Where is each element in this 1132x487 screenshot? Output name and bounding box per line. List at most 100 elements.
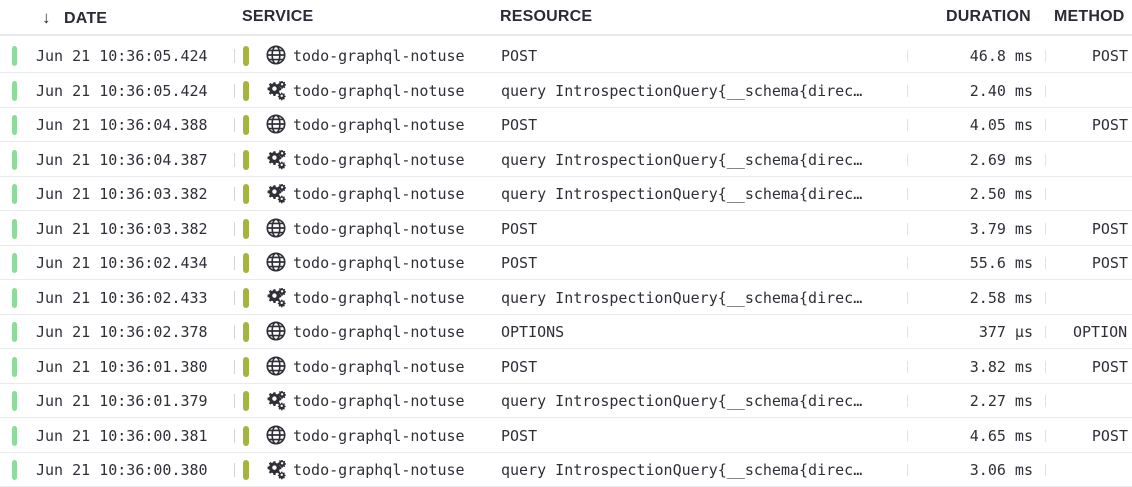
row-date: Jun 21 10:36:05.424 [36, 81, 208, 100]
column-divider [907, 291, 908, 304]
status-indicator [12, 149, 17, 170]
column-header-duration[interactable]: DURATION [946, 8, 1031, 25]
service-color-indicator [243, 391, 249, 411]
table-row[interactable]: Jun 21 10:36:04.388 todo-graphql-notuse PO… [0, 107, 1132, 142]
globe-icon [265, 355, 287, 377]
sort-descending-icon[interactable]: ↓ [42, 8, 51, 27]
row-duration: 3.79 ms [969, 219, 1033, 238]
row-date: Jun 21 10:36:00.380 [36, 461, 208, 479]
column-divider [907, 257, 908, 269]
row-duration: 2.27 ms [969, 392, 1033, 410]
row-duration: 2.40 ms [969, 81, 1033, 100]
row-method: POST [1091, 357, 1128, 376]
row-duration: 377 μs [978, 323, 1033, 341]
gears-icon [265, 458, 287, 480]
row-resource[interactable]: POST [501, 116, 538, 134]
globe-icon [265, 251, 287, 273]
column-divider [234, 118, 235, 132]
service-color-indicator [243, 460, 249, 480]
service-color-indicator [243, 218, 249, 239]
row-date: Jun 21 10:36:00.381 [36, 426, 208, 445]
row-service[interactable]: todo-graphql-notuse [293, 150, 465, 169]
table-header: ↓DATE SERVICE RESOURCE DURATION METHOD [0, 0, 1132, 36]
row-date: Jun 21 10:36:03.382 [36, 185, 208, 203]
status-indicator [12, 253, 17, 273]
row-resource[interactable]: query IntrospectionQuery{__schema{direc… [501, 461, 863, 479]
column-divider [234, 463, 235, 477]
row-method: POST [1091, 219, 1128, 238]
table-row[interactable]: Jun 21 10:36:00.381 todo-graphql-notuse PO… [0, 418, 1132, 453]
row-resource[interactable]: POST [501, 426, 538, 445]
row-duration: 3.06 ms [969, 461, 1033, 479]
row-resource[interactable]: POST [501, 254, 538, 272]
row-resource[interactable]: POST [501, 219, 538, 238]
table-row[interactable]: Jun 21 10:36:05.424 todo-graphql-notuse PO… [0, 38, 1132, 73]
column-divider [1045, 291, 1046, 304]
column-divider [907, 326, 908, 338]
row-method: POST [1091, 254, 1128, 272]
service-color-indicator [243, 322, 249, 342]
column-divider [907, 429, 908, 442]
row-resource[interactable]: query IntrospectionQuery{__schema{direc… [501, 392, 863, 410]
column-divider [1045, 257, 1046, 269]
row-service[interactable]: todo-graphql-notuse [293, 426, 465, 445]
row-date: Jun 21 10:36:04.388 [36, 116, 208, 134]
table-row[interactable]: Jun 21 10:36:04.387 todo-graphql-notuse qu… [0, 142, 1132, 177]
service-color-indicator [243, 356, 249, 377]
gears-icon [265, 148, 287, 170]
row-resource[interactable]: query IntrospectionQuery{__schema{direc… [501, 150, 863, 169]
row-service[interactable]: todo-graphql-notuse [293, 323, 465, 341]
service-color-indicator [243, 80, 249, 101]
table-row[interactable]: Jun 21 10:36:05.424 todo-graphql-notuse qu… [0, 73, 1132, 108]
row-resource[interactable]: POST [501, 47, 538, 65]
row-service[interactable]: todo-graphql-notuse [293, 392, 465, 410]
column-divider [1045, 395, 1046, 407]
column-divider [1045, 326, 1046, 338]
column-divider [907, 464, 908, 476]
row-service[interactable]: todo-graphql-notuse [293, 185, 465, 203]
row-duration: 2.69 ms [969, 150, 1033, 169]
column-header-date[interactable]: ↓DATE [42, 8, 107, 28]
row-service[interactable]: todo-graphql-notuse [293, 288, 465, 307]
row-date: Jun 21 10:36:05.424 [36, 47, 208, 65]
column-header-service[interactable]: SERVICE [242, 8, 314, 25]
column-header-resource[interactable]: RESOURCE [500, 8, 593, 25]
row-date: Jun 21 10:36:01.380 [36, 357, 208, 376]
row-service[interactable]: todo-graphql-notuse [293, 357, 465, 376]
row-resource[interactable]: query IntrospectionQuery{__schema{direc… [501, 185, 863, 203]
table-row[interactable]: Jun 21 10:36:03.382 todo-graphql-notuse qu… [0, 176, 1132, 211]
status-indicator [12, 356, 17, 377]
row-date: Jun 21 10:36:04.387 [36, 150, 208, 169]
column-divider [907, 50, 908, 62]
gears-icon [265, 79, 287, 101]
row-service[interactable]: todo-graphql-notuse [293, 461, 465, 479]
column-divider [234, 221, 235, 236]
row-resource[interactable]: query IntrospectionQuery{__schema{direc… [501, 81, 863, 100]
row-service[interactable]: todo-graphql-notuse [293, 81, 465, 100]
column-divider [1045, 153, 1046, 166]
row-resource[interactable]: POST [501, 357, 538, 376]
row-service[interactable]: todo-graphql-notuse [293, 254, 465, 272]
table-row[interactable]: Jun 21 10:36:03.382 todo-graphql-notuse PO… [0, 211, 1132, 246]
table-row[interactable]: Jun 21 10:36:00.380 todo-graphql-notuse qu… [0, 452, 1132, 487]
row-resource[interactable]: OPTIONS [501, 323, 565, 341]
column-divider [234, 325, 235, 339]
service-color-indicator [243, 149, 249, 170]
row-resource[interactable]: query IntrospectionQuery{__schema{direc… [501, 288, 863, 307]
row-date: Jun 21 10:36:03.382 [36, 219, 208, 238]
row-service[interactable]: todo-graphql-notuse [293, 219, 465, 238]
row-service[interactable]: todo-graphql-notuse [293, 116, 465, 134]
column-divider [907, 222, 908, 235]
table-row[interactable]: Jun 21 10:36:01.380 todo-graphql-notuse PO… [0, 349, 1132, 384]
column-divider [234, 394, 235, 408]
column-header-method[interactable]: METHOD [1054, 8, 1125, 25]
status-indicator [12, 425, 17, 446]
row-duration: 2.50 ms [969, 185, 1033, 203]
row-service[interactable]: todo-graphql-notuse [293, 47, 465, 65]
column-divider [234, 290, 235, 305]
